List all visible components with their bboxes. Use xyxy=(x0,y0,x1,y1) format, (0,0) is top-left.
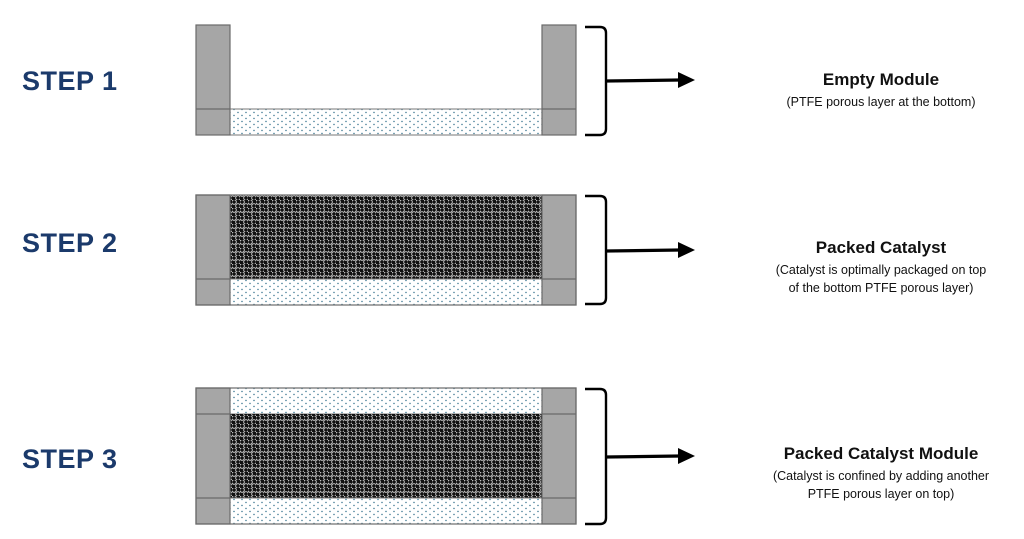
step1-subtitle-line1: (PTFE porous layer at the bottom) xyxy=(786,95,976,109)
step3-module xyxy=(195,387,577,525)
step1-arrow-shaft xyxy=(605,78,681,83)
step1-brace xyxy=(585,25,608,137)
step3-arrow-shaft xyxy=(605,454,681,459)
step2-catalyst-bed xyxy=(230,195,542,279)
step2-ptfe-layer-bottom xyxy=(229,278,543,306)
step2-module xyxy=(195,194,577,306)
step3-ptfe-layer-top xyxy=(229,387,543,415)
step3-module-outline xyxy=(195,387,577,525)
step2-title: Packed Catalyst xyxy=(815,238,947,257)
step2-left-wall xyxy=(195,194,231,306)
step2-label: STEP 2 xyxy=(22,228,118,258)
step1-left-wall xyxy=(195,24,231,136)
step1-ptfe-layer-bottom xyxy=(229,108,543,136)
step2-subtitle-line2: of the bottom PTFE porous layer) xyxy=(788,281,974,295)
step2-arrowhead xyxy=(678,242,695,258)
step3-ptfe-layer-bottom xyxy=(229,497,543,525)
step3-arrowhead xyxy=(678,448,695,464)
step2-brace xyxy=(585,194,608,306)
step3-label: STEP 3 xyxy=(22,444,118,474)
step1-arrowhead xyxy=(678,72,695,88)
step3-right-wall xyxy=(541,387,577,525)
step3-title: Packed Catalyst Module xyxy=(783,444,979,463)
step3-catalyst-bed xyxy=(230,414,542,498)
step2-right-wall xyxy=(541,194,577,306)
step3-subtitle-line2: PTFE porous layer on top) xyxy=(807,487,955,501)
step2-description: Packed Catalyst (Catalyst is optimally p… xyxy=(716,237,1024,297)
step3-subtitle-line1: (Catalyst is confined by adding another xyxy=(772,469,990,483)
step3-brace xyxy=(585,387,608,526)
step2-subtitle-line1: (Catalyst is optimally packaged on top xyxy=(775,263,987,277)
step1-module xyxy=(195,24,577,136)
step1-title: Empty Module xyxy=(822,70,940,89)
step2-arrow-shaft xyxy=(605,248,681,253)
step1-description: Empty Module (PTFE porous layer at the b… xyxy=(716,69,1024,111)
step2-module-outline xyxy=(195,194,577,306)
step1-label: STEP 1 xyxy=(22,66,118,96)
step3-left-wall xyxy=(195,387,231,525)
step3-description: Packed Catalyst Module (Catalyst is conf… xyxy=(716,443,1024,503)
step1-right-wall xyxy=(541,24,577,136)
